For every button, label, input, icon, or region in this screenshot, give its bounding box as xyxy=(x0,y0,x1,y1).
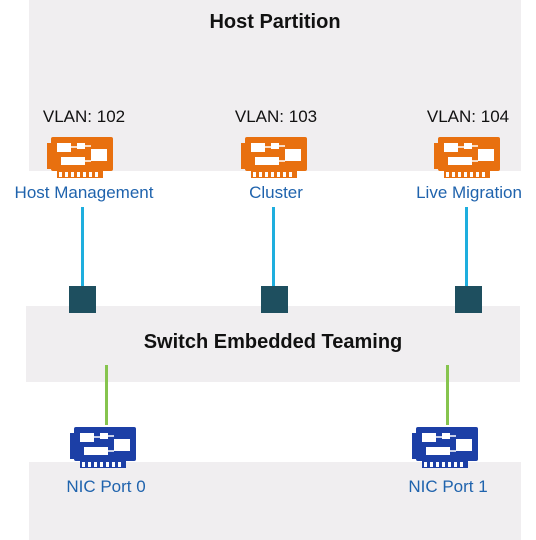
network-card-icon xyxy=(434,137,500,178)
vlan-label-host-management: VLAN: 102 xyxy=(42,107,126,126)
switch-port-host-management xyxy=(69,286,96,313)
network-card-icon xyxy=(47,137,113,178)
vnic-card-icon xyxy=(434,137,500,178)
switch-embedded-teaming-panel xyxy=(26,306,520,382)
network-card-icon xyxy=(412,427,478,468)
switch-port-cluster xyxy=(261,286,288,313)
vnic-name-cluster: Cluster xyxy=(249,183,303,202)
network-card-icon xyxy=(70,427,136,468)
vnic-link-cluster xyxy=(272,207,275,287)
nic-port-1-label: NIC Port 1 xyxy=(408,477,488,496)
physical-nic-card-icon xyxy=(412,427,478,468)
switch-embedded-teaming-title: Switch Embedded Teaming xyxy=(143,331,403,353)
vnic-card-icon xyxy=(47,137,113,178)
host-partition-title: Host Partition xyxy=(209,11,341,33)
network-card-icon xyxy=(241,137,307,178)
vnic-name-host-management: Host Management xyxy=(14,183,154,202)
vnic-link-live-migration xyxy=(465,207,468,287)
nic-link-port-1 xyxy=(446,365,449,425)
nic-port-0-label: NIC Port 0 xyxy=(66,477,146,496)
vlan-label-live-migration: VLAN: 104 xyxy=(426,107,510,126)
nic-link-port-0 xyxy=(105,365,108,425)
vnic-name-live-migration: Live Migration xyxy=(416,183,522,202)
physical-nic-panel xyxy=(29,462,521,540)
vnic-link-host-management xyxy=(81,207,84,287)
physical-nic-card-icon xyxy=(70,427,136,468)
switch-port-live-migration xyxy=(455,286,482,313)
vlan-label-cluster: VLAN: 103 xyxy=(234,107,318,126)
vnic-card-icon xyxy=(241,137,307,178)
